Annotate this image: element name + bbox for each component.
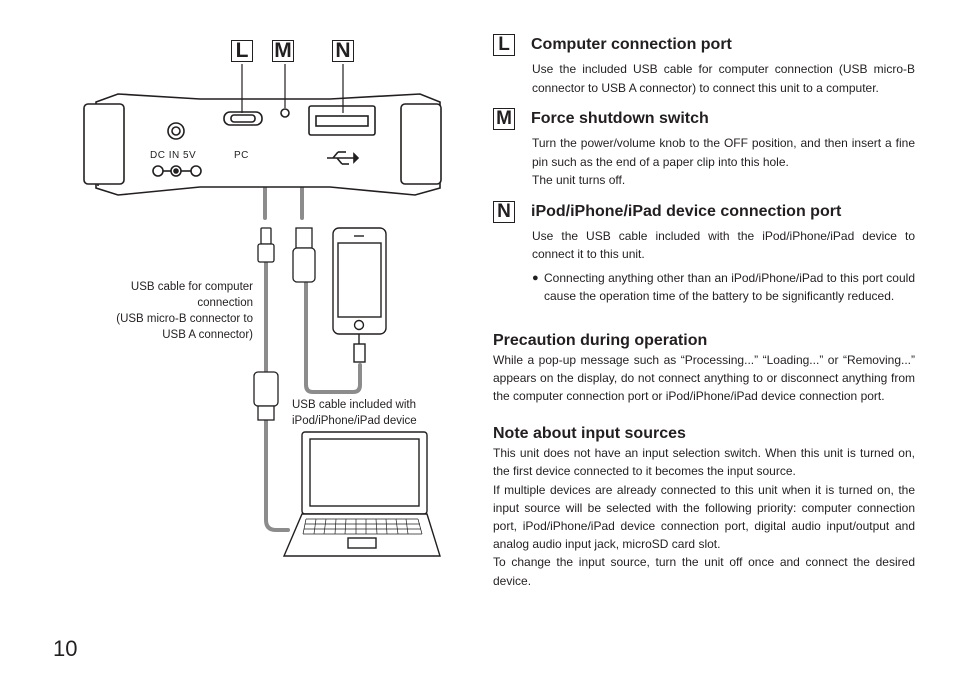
pc-port-label: PC bbox=[234, 150, 249, 161]
section-ipod-port: N iPod/iPhone/iPad device connection por… bbox=[493, 200, 915, 306]
precaution-title: Precaution during operation bbox=[493, 331, 708, 349]
section-computer-port: L Computer connection port Use the inclu… bbox=[493, 34, 915, 97]
input-sources-section: Note about input sources This unit does … bbox=[493, 425, 915, 590]
iphone-illustration bbox=[332, 227, 387, 363]
section-force-shutdown: M Force shutdown switch Turn the power/v… bbox=[493, 108, 915, 190]
pc-usb-a-connector bbox=[253, 371, 279, 421]
page-number: 10 bbox=[53, 636, 78, 661]
bullet-dot-icon: ● bbox=[532, 271, 539, 284]
input-sources-title: Note about input sources bbox=[493, 425, 686, 443]
section-title: iPod/iPhone/iPad device connection port bbox=[531, 202, 842, 220]
dc-in-label: DC IN 5V bbox=[150, 150, 197, 161]
input-sources-paragraph: To change the input source, turn the uni… bbox=[493, 555, 915, 588]
section-body: Use the USB cable included with the iPod… bbox=[532, 228, 915, 262]
connection-illustration bbox=[83, 64, 442, 557]
section-title: Force shutdown switch bbox=[531, 110, 709, 127]
section-body: Use the included USB cable for computer … bbox=[532, 62, 915, 95]
pc-cable-caption-line: (USB micro-B connector to bbox=[116, 313, 253, 325]
ipod-cable-caption: USB cable included with iPod/iPhone/iPad… bbox=[292, 397, 417, 429]
section-title: Computer connection port bbox=[531, 36, 732, 53]
unit-body bbox=[83, 93, 442, 196]
callout-l: L bbox=[231, 39, 253, 62]
micro-b-connector bbox=[257, 227, 275, 263]
input-sources-paragraph: This unit does not have an input selecti… bbox=[493, 446, 915, 479]
ipod-cable-caption-line: USB cable included with bbox=[292, 399, 417, 411]
section-paragraph: The unit turns off. bbox=[532, 173, 626, 187]
section-letter-n: N bbox=[493, 200, 515, 223]
warning-text: Connecting anything other than an iPod/i… bbox=[544, 270, 915, 304]
pc-cable-caption: USB cable for computer connection (USB m… bbox=[100, 279, 253, 343]
connection-diagram: L M N DC IN 5V PC USB cable for computer… bbox=[0, 0, 480, 677]
section-letter-l: L bbox=[493, 34, 515, 56]
pc-cable-caption-line: USB A connector) bbox=[162, 329, 253, 341]
input-sources-body: This unit does not have an input selecti… bbox=[493, 444, 915, 590]
section-paragraph: Turn the power/volume knob to the OFF po… bbox=[532, 136, 915, 169]
ipod-cable-caption-line: iPod/iPhone/iPad device bbox=[292, 415, 417, 427]
warning-bullet: ● Connecting anything other than an iPod… bbox=[532, 269, 915, 306]
pc-cable-caption-line: USB cable for computer bbox=[130, 281, 253, 293]
precaution-section: Precaution during operation While a pop-… bbox=[493, 332, 915, 406]
ipod-usb-a-connector bbox=[292, 227, 316, 283]
instructions-column: L Computer connection port Use the inclu… bbox=[493, 34, 915, 590]
precaution-body: While a pop-up message such as “Processi… bbox=[493, 352, 915, 403]
laptop-illustration bbox=[282, 431, 441, 557]
ipod-cable-loop bbox=[304, 280, 362, 394]
pc-cable-caption-line: connection bbox=[197, 297, 253, 309]
callout-m: M bbox=[272, 39, 294, 62]
section-body: Turn the power/volume knob to the OFF po… bbox=[532, 134, 915, 190]
section-letter-m: M bbox=[493, 108, 515, 130]
callout-n: N bbox=[332, 39, 354, 62]
input-sources-paragraph: If multiple devices are already connecte… bbox=[493, 482, 915, 552]
pc-cable-bottom bbox=[264, 418, 290, 532]
